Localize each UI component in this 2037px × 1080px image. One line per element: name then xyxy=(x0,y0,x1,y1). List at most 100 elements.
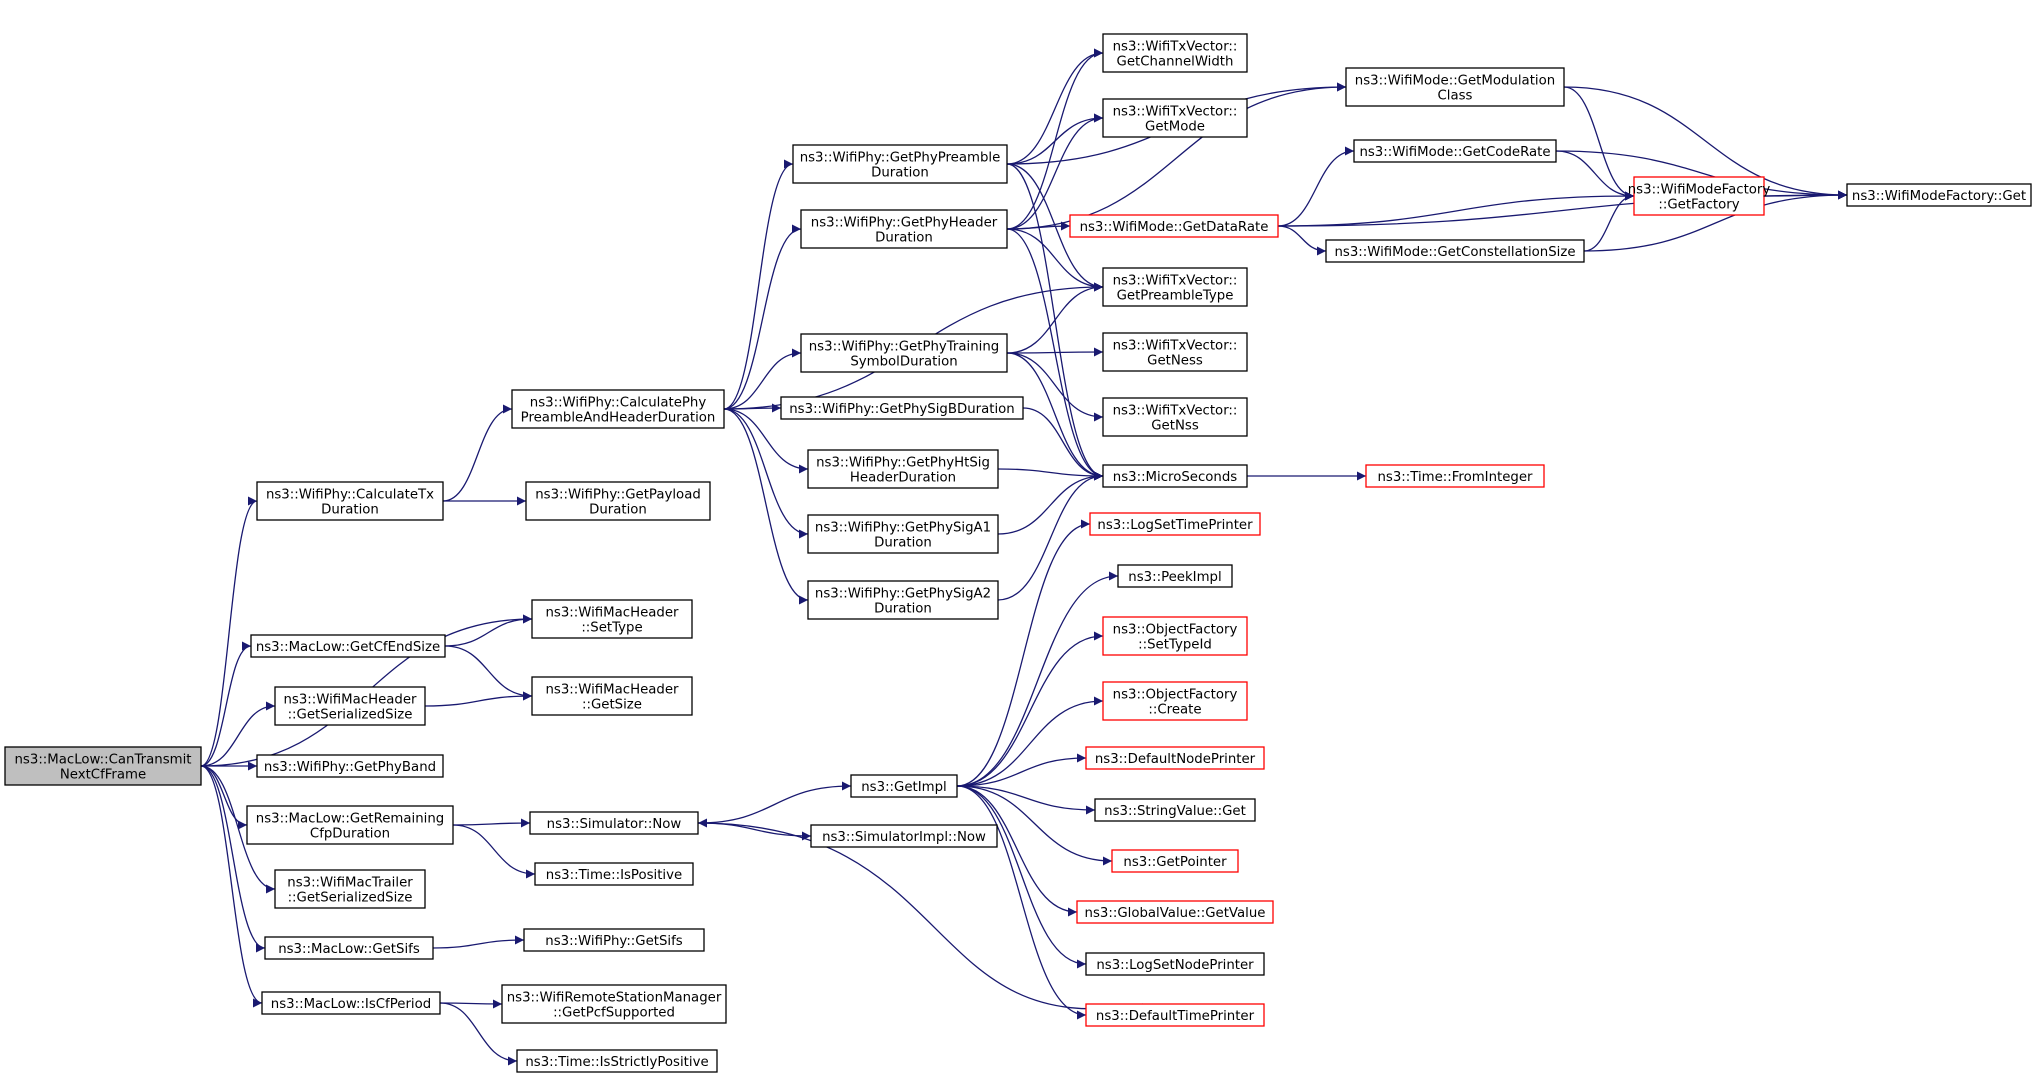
node-mac-hdr-ser[interactable]: ns3::WifiMacHeader::GetSerializedSize xyxy=(274,686,426,726)
edge-get-training-to-micro xyxy=(1006,352,1104,481)
node-set-type[interactable]: ns3::WifiMacHeader::SetType xyxy=(531,599,693,639)
node-get-sig-b[interactable]: ns3::WifiPhy::GetPhySigBDuration xyxy=(780,396,1024,420)
node-label: SymbolDuration xyxy=(850,355,957,370)
node-box xyxy=(807,514,999,554)
node-box xyxy=(525,481,711,521)
node-log-set-time[interactable]: ns3::LogSetTimePrinter xyxy=(1089,512,1261,536)
node-box xyxy=(274,686,426,726)
node-def-node-pr[interactable]: ns3::DefaultNodePrinter xyxy=(1085,746,1265,770)
node-sim-now[interactable]: ns3::Simulator::Now xyxy=(529,811,699,835)
node-box xyxy=(810,824,998,848)
node-tx-pre-type[interactable]: ns3::WifiTxVector::GetPreambleType xyxy=(1102,267,1248,307)
node-tx-ness[interactable]: ns3::WifiTxVector::GetNess xyxy=(1102,332,1248,372)
edge-sim-now-to-sim-impl-now xyxy=(697,822,812,841)
node-is-positive[interactable]: ns3::Time::IsPositive xyxy=(534,862,694,886)
node-label: ::SetTypeId xyxy=(1138,638,1212,653)
node-label: ns3::DefaultTimePrinter xyxy=(1096,1009,1255,1024)
edge-get-impl-to-of-create xyxy=(956,696,1104,787)
node-gv-get-value[interactable]: ns3::GlobalValue::GetValue xyxy=(1076,900,1274,924)
node-box xyxy=(780,396,1024,420)
node-label: ns3::ObjectFactory xyxy=(1113,623,1238,638)
node-phy-get-sifs[interactable]: ns3::WifiPhy::GetSifs xyxy=(523,928,705,952)
node-get-const-size[interactable]: ns3::WifiMode::GetConstellationSize xyxy=(1325,239,1585,263)
node-box xyxy=(531,599,693,639)
edge-get-impl-to-log-set-time xyxy=(956,519,1091,787)
node-factory-get[interactable]: ns3::WifiModeFactory::Get xyxy=(1846,183,2032,207)
node-box xyxy=(1846,183,2032,207)
node-get-factory[interactable]: ns3::WifiModeFactory::GetFactory xyxy=(1628,176,1771,216)
edge-get-training-to-tx-pre-type xyxy=(1006,282,1104,354)
node-hdr-get-size[interactable]: ns3::WifiMacHeader::GetSize xyxy=(531,676,693,716)
node-box xyxy=(264,936,434,960)
node-log-set-node[interactable]: ns3::LogSetNodePrinter xyxy=(1085,952,1265,976)
node-def-time-pr[interactable]: ns3::DefaultTimePrinter xyxy=(1085,1003,1265,1027)
node-label: ns3::Time::FromInteger xyxy=(1377,470,1533,485)
node-peek-impl[interactable]: ns3::PeekImpl xyxy=(1117,564,1233,588)
node-box xyxy=(1089,512,1261,536)
node-get-phy-band[interactable]: ns3::WifiPhy::GetPhyBand xyxy=(256,754,444,778)
edge-mac-hdr-ser-to-hdr-get-size xyxy=(424,691,533,707)
node-label: ns3::WifiPhy::CalculatePhy xyxy=(530,396,707,411)
node-label: ns3::WifiMode::GetModulation xyxy=(1355,74,1555,89)
node-label: ns3::MacLow::GetRemaining xyxy=(256,812,444,827)
node-box xyxy=(1102,332,1248,372)
node-label: ns3::MacLow::GetSifs xyxy=(278,942,420,957)
node-label: ns3::WifiTxVector:: xyxy=(1113,274,1238,289)
node-pcf-supp[interactable]: ns3::WifiRemoteStationManager::GetPcfSup… xyxy=(501,984,727,1024)
node-is-strict-pos[interactable]: ns3::Time::IsStrictlyPositive xyxy=(516,1049,718,1073)
node-box xyxy=(1102,98,1248,138)
node-box xyxy=(1102,267,1248,307)
node-get-data-rate[interactable]: ns3::WifiMode::GetDataRate xyxy=(1069,214,1279,238)
node-micro[interactable]: ns3::MicroSeconds xyxy=(1102,464,1248,488)
node-label: ns3::WifiMacHeader xyxy=(283,693,417,708)
node-str-val-get[interactable]: ns3::StringValue::Get xyxy=(1094,798,1256,822)
node-get-pointer[interactable]: ns3::GetPointer xyxy=(1111,849,1239,873)
node-tx-chan-width[interactable]: ns3::WifiTxVector::GetChannelWidth xyxy=(1102,33,1248,73)
node-tx-nss[interactable]: ns3::WifiTxVector::GetNss xyxy=(1102,397,1248,437)
node-sim-impl-now[interactable]: ns3::SimulatorImpl::Now xyxy=(810,824,998,848)
node-label: ns3::WifiPhy::CalculateTx xyxy=(266,488,434,503)
node-box xyxy=(1345,67,1565,107)
node-get-training[interactable]: ns3::WifiPhy::GetPhyTrainingSymbolDurati… xyxy=(800,333,1008,373)
node-get-cf-end[interactable]: ns3::MacLow::GetCfEndSize xyxy=(250,634,446,658)
node-box xyxy=(516,1049,718,1073)
node-label: ::GetSize xyxy=(582,698,642,713)
node-box xyxy=(501,984,727,1024)
node-get-impl[interactable]: ns3::GetImpl xyxy=(850,774,958,798)
edge-get-rem-cfp-to-sim-now xyxy=(452,818,531,828)
node-label: ns3::WifiPhy::GetPhyTraining xyxy=(809,340,1000,355)
node-mac-get-sifs[interactable]: ns3::MacLow::GetSifs xyxy=(264,936,434,960)
node-label: ns3::WifiRemoteStationManager xyxy=(507,991,722,1006)
node-label: ns3::WifiPhy::GetPhyHeader xyxy=(811,216,998,231)
node-label: Duration xyxy=(871,166,929,181)
function-nodes: ns3::MacLow::CanTransmitNextCfFramens3::… xyxy=(4,33,2032,1073)
node-is-cf-period[interactable]: ns3::MacLow::IsCfPeriod xyxy=(261,991,441,1015)
node-box xyxy=(1633,176,1765,216)
node-tx-mode[interactable]: ns3::WifiTxVector::GetMode xyxy=(1102,98,1248,138)
edge-get-const-size-to-factory-get xyxy=(1583,190,1848,252)
node-label: ns3::WifiMacHeader xyxy=(545,606,679,621)
node-box xyxy=(1085,952,1265,976)
node-of-create[interactable]: ns3::ObjectFactory::Create xyxy=(1102,681,1248,721)
edge-get-code-rate-to-factory-get xyxy=(1555,150,1848,200)
node-from-integer[interactable]: ns3::Time::FromInteger xyxy=(1365,464,1545,488)
node-label: ns3::WifiMacTrailer xyxy=(287,876,413,891)
node-calc-pre[interactable]: ns3::WifiPhy::CalculatePhyPreambleAndHea… xyxy=(511,389,725,429)
node-of-set-type-id[interactable]: ns3::ObjectFactory::SetTypeId xyxy=(1102,616,1248,656)
node-label: ns3::WifiPhy::GetPhySigBDuration xyxy=(789,402,1014,417)
node-box xyxy=(1353,139,1557,163)
node-label: Duration xyxy=(321,503,379,518)
node-get-code-rate[interactable]: ns3::WifiMode::GetCodeRate xyxy=(1353,139,1557,163)
node-trailer-ser[interactable]: ns3::WifiMacTrailer::GetSerializedSize xyxy=(274,869,426,909)
node-label: ::GetPcfSupported xyxy=(553,1006,675,1021)
